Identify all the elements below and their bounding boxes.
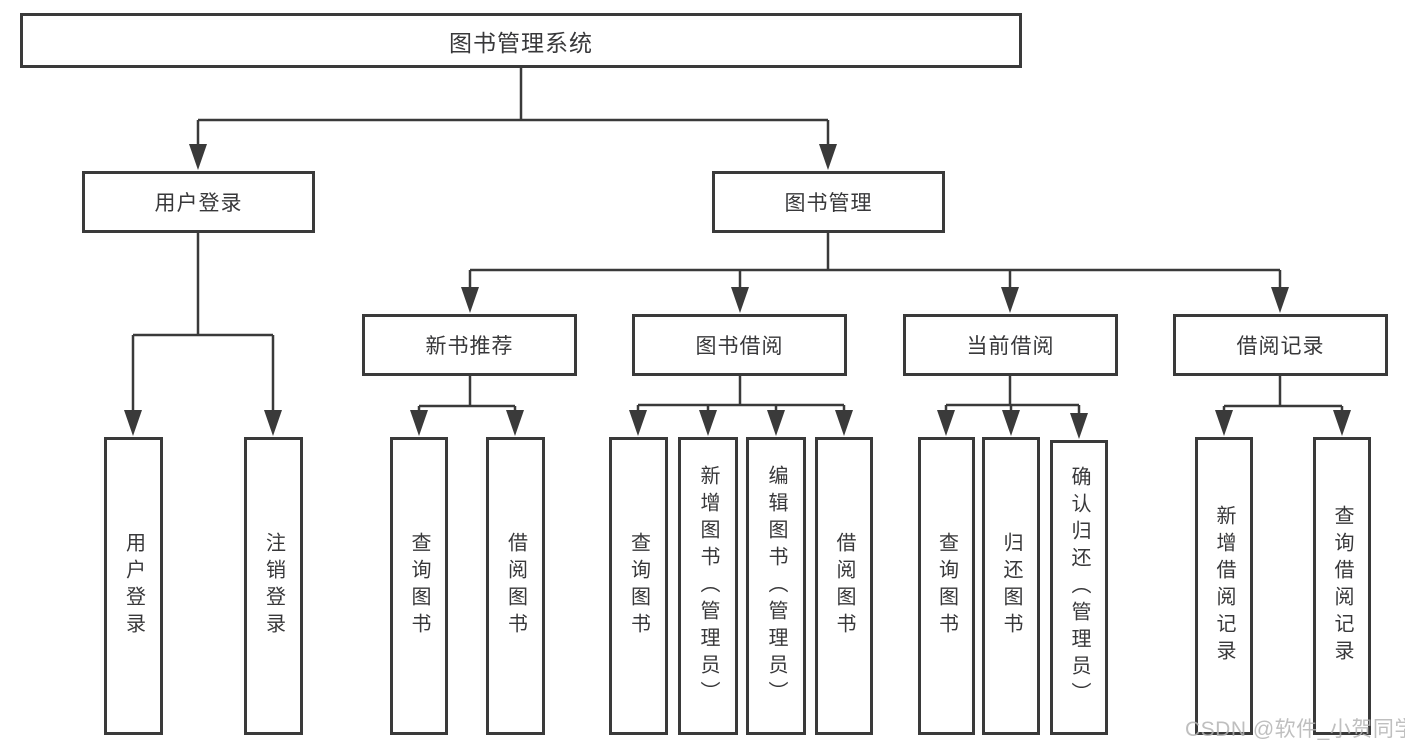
arrow-down-icon (1271, 287, 1289, 313)
node-new-book-recommend: 新书推荐 (362, 314, 577, 376)
node-label: 图书管理系统 (449, 29, 593, 56)
node-book-borrow: 图书借阅 (632, 314, 847, 376)
arrow-down-icon (819, 144, 837, 170)
arrow-down-icon (699, 410, 717, 436)
leaf-logout: 注销登录 (244, 437, 303, 735)
leaf-current-query-book: 查询图书 (918, 437, 975, 735)
node-label: 注销登录 (262, 532, 285, 640)
node-root-system: 图书管理系统 (20, 13, 1022, 68)
arrow-down-icon (835, 410, 853, 436)
node-label: 图书借阅 (695, 335, 784, 358)
node-current-borrow: 当前借阅 (903, 314, 1118, 376)
arrow-down-icon (1215, 410, 1233, 436)
node-label: 新增图书（管理员） (697, 464, 719, 708)
node-label: 查询图书 (935, 532, 958, 640)
node-user-login: 用户登录 (82, 171, 315, 233)
arrow-down-icon (506, 410, 524, 436)
leaf-borrow-add-book-admin: 新增图书（管理员） (678, 437, 738, 735)
leaf-current-return-book: 归还图书 (982, 437, 1040, 735)
connector-newbookrec-to-leaves (417, 376, 517, 416)
arrow-down-icon (1070, 413, 1088, 439)
connector-bookmgmt-to-level3 (468, 233, 1282, 294)
arrow-down-icon (937, 410, 955, 436)
node-label: 新书推荐 (425, 335, 514, 358)
arrow-down-icon (1001, 287, 1019, 313)
leaf-current-confirm-return-admin: 确认归还（管理员） (1050, 440, 1108, 735)
leaf-borrow-edit-book-admin: 编辑图书（管理员） (746, 437, 806, 735)
arrow-down-icon (629, 410, 647, 436)
node-borrow-record: 借阅记录 (1173, 314, 1388, 376)
connector-bookborrow-to-leaves (636, 376, 846, 416)
node-label: 当前借阅 (966, 335, 1055, 358)
arrow-down-icon (189, 144, 207, 170)
arrow-down-icon (1333, 410, 1351, 436)
arrow-down-icon (731, 287, 749, 313)
leaf-recommend-query-book: 查询图书 (390, 437, 448, 735)
arrow-down-icon (1002, 410, 1020, 436)
node-label: 归还图书 (1000, 532, 1022, 640)
arrow-down-icon (410, 410, 428, 436)
node-book-management: 图书管理 (712, 171, 945, 233)
arrow-down-icon (767, 410, 785, 436)
node-label: 借阅图书 (833, 532, 855, 640)
arrow-down-icon (461, 287, 479, 313)
leaf-recommend-borrow-book: 借阅图书 (486, 437, 545, 735)
node-label: 编辑图书（管理员） (765, 464, 787, 708)
leaf-record-add-borrow-record: 新增借阅记录 (1195, 437, 1253, 735)
leaf-borrow-query-book: 查询图书 (609, 437, 668, 735)
node-label: 新增借阅记录 (1213, 505, 1235, 667)
leaf-borrow-borrow-book: 借阅图书 (815, 437, 873, 735)
watermark: CSDN @软件_小贺同学 (1185, 718, 1405, 741)
node-label: 用户登录 (154, 192, 243, 215)
node-label: 用户登录 (122, 532, 145, 640)
node-label: 借阅图书 (504, 532, 527, 640)
node-label: 确认归还（管理员） (1068, 466, 1090, 709)
connector-userlogin-to-leaves (131, 233, 275, 416)
node-label: 查询图书 (408, 532, 430, 640)
connector-root-to-level2 (196, 67, 830, 150)
connector-borrowrecord-to-leaves (1222, 376, 1344, 416)
node-label: 借阅记录 (1236, 335, 1325, 358)
leaf-record-query-borrow-record: 查询借阅记录 (1313, 437, 1371, 735)
node-label: 查询借阅记录 (1331, 505, 1353, 667)
arrowheads (124, 144, 1351, 439)
node-label: 查询图书 (627, 532, 650, 640)
node-label: 图书管理 (784, 192, 873, 215)
leaf-user-login: 用户登录 (104, 437, 163, 735)
arrow-down-icon (124, 410, 142, 436)
arrow-down-icon (264, 410, 282, 436)
